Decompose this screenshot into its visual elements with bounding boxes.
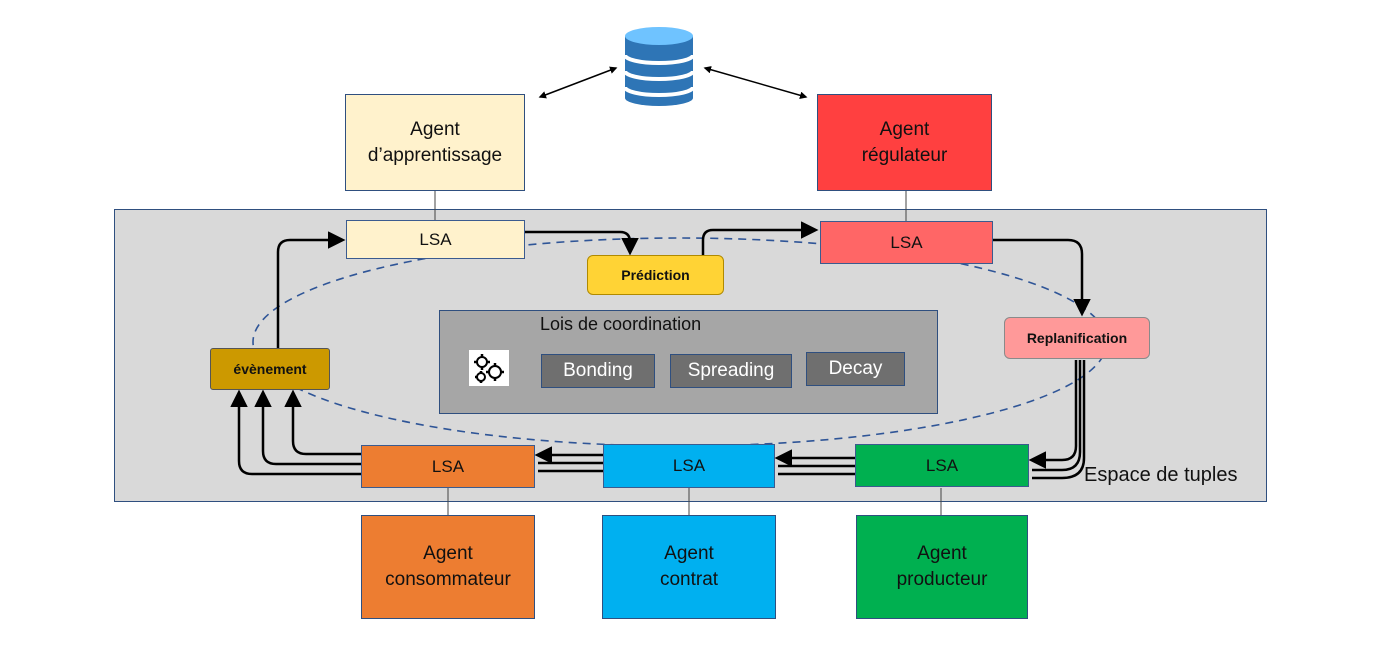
agent-producer: Agent producteur [856,515,1028,619]
law-spreading: Spreading [670,354,792,388]
replanning-node: Replanification [1004,317,1150,359]
lsa-learning: LSA [346,220,525,259]
prediction-node: Prédiction [587,255,724,295]
agent-learning: Agent d’apprentissage [345,94,525,191]
lsa-consumer: LSA [361,445,535,488]
agent-contract-line1: Agent [664,543,714,564]
law-bonding: Bonding [541,354,655,388]
agent-regulator: Agent régulateur [817,94,992,191]
agent-contract: Agent contrat [602,515,776,619]
tuple-space-label: Espace de tuples [1084,464,1238,486]
flow-lsa-prediction [525,230,639,256]
agent-producer-line2: producteur [896,569,988,590]
lsa-contract: LSA [603,444,775,488]
agent-regulator-line1: Agent [879,118,930,140]
lsa-regulator: LSA [820,221,993,264]
agent-learning-line2: d’apprentissage [367,144,503,166]
coordination-title: Lois de coordination [540,314,702,334]
flow-lsa-replanning [993,238,1091,317]
law-decay: Decay [806,352,905,386]
flow-event-lsa [276,231,346,348]
db-link-right [703,66,808,99]
agent-consumer-line1: Agent [423,543,473,564]
agent-learning-line1: Agent [410,118,460,140]
agent-producer-line1: Agent [917,543,967,564]
agent-contract-line2: contrat [659,569,719,590]
db-link-left [538,66,618,99]
agent-consumer: Agent consommateur [361,515,535,619]
database-icon [623,27,695,106]
agent-consumer-line2: consommateur [385,569,511,590]
agent-regulator-line2: régulateur [861,144,948,166]
flow-prediction-lsa [701,221,819,258]
gears-icon [469,350,509,386]
lsa-producer: LSA [855,444,1029,487]
event-node: évènement [210,348,330,390]
